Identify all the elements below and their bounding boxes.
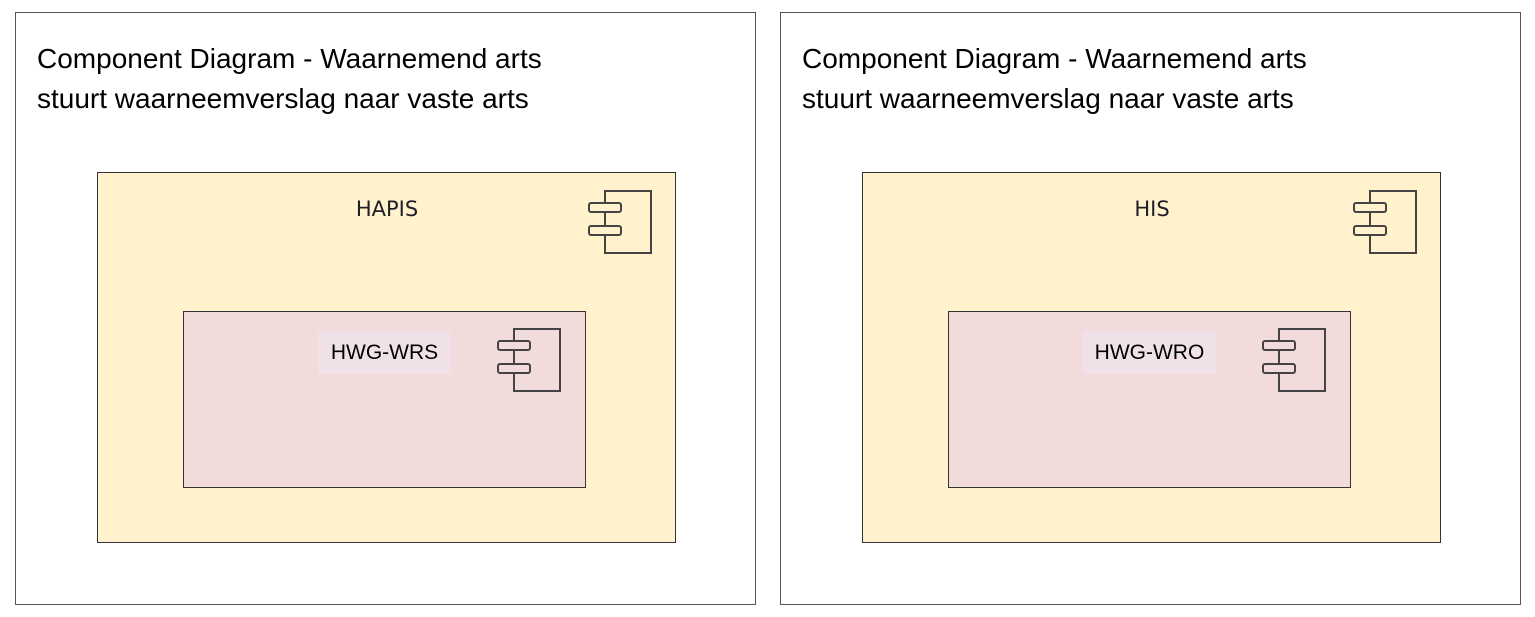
title-line-1: Component Diagram - Waarnemend arts — [802, 43, 1307, 74]
component-hwg-wro[interactable]: HWG-WRO — [948, 311, 1351, 488]
component-icon — [1262, 328, 1326, 392]
component-label: HWG-WRS — [318, 331, 451, 374]
component-label: HIS — [1134, 197, 1170, 221]
component-label: HAPIS — [355, 197, 419, 221]
component-hwg-wrs[interactable]: HWG-WRS — [183, 311, 586, 488]
component-icon — [1353, 190, 1417, 254]
component-label: HWG-WRO — [1083, 331, 1216, 374]
title-line-1: Component Diagram - Waarnemend arts — [37, 43, 542, 74]
title-line-2: stuurt waarneemverslag naar vaste arts — [37, 83, 529, 114]
component-his[interactable]: HIS HWG-WRO — [862, 172, 1441, 543]
title-line-2: stuurt waarneemverslag naar vaste arts — [802, 83, 1294, 114]
component-hapis[interactable]: HAPIS HWG-WRS — [97, 172, 676, 543]
diagram-panel-right: Component Diagram - Waarnemend arts stuur… — [780, 12, 1521, 605]
component-icon — [497, 328, 561, 392]
diagram-panel-left: Component Diagram - Waarnemend arts stuur… — [15, 12, 756, 605]
diagram-title: Component Diagram - Waarnemend arts stuur… — [802, 39, 1307, 119]
component-icon — [588, 190, 652, 254]
diagram-title: Component Diagram - Waarnemend arts stuur… — [37, 39, 542, 119]
